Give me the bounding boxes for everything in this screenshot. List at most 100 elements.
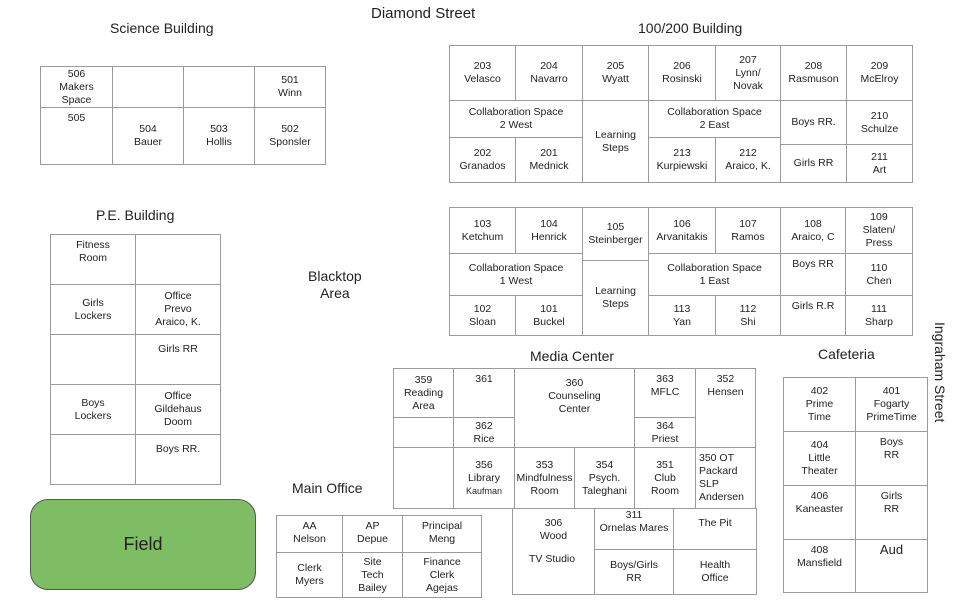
the-pit[interactable]: The Pit — [673, 508, 757, 550]
room-408[interactable]: 408 Mansfield — [783, 539, 856, 593]
room-104[interactable]: 104 Henrick — [515, 207, 583, 254]
media-empty-room — [393, 417, 454, 448]
room-354[interactable]: 354 Psych. Taleghani — [574, 447, 635, 509]
room-363[interactable]: 363 MFLC — [634, 368, 696, 418]
boys-restroom-cafe[interactable]: Boys RR — [855, 431, 928, 486]
field-area: Field — [30, 499, 256, 590]
diamond-street-label: Diamond Street — [371, 5, 476, 22]
room-103[interactable]: 103 Ketchum — [449, 207, 516, 254]
learning-steps-1[interactable]: Learning Steps — [582, 260, 649, 336]
room-356-label: 356 Library — [467, 458, 501, 484]
room-406[interactable]: 406 Kaneaster — [783, 485, 856, 540]
boys-lockers[interactable]: Boys Lockers — [50, 384, 136, 435]
room-111[interactable]: 111 Sharp — [845, 295, 913, 336]
room-101[interactable]: 101 Buckel — [515, 295, 583, 336]
collab-space-2-east[interactable]: Collaboration Space 2 East — [648, 100, 781, 138]
media-center-label: Media Center — [530, 348, 615, 364]
collab-space-1-east[interactable]: Collaboration Space 1 East — [648, 253, 781, 296]
girls-restroom-200[interactable]: Girls RR — [780, 144, 847, 183]
room-empty — [183, 66, 255, 108]
room-212[interactable]: 212 Araico, K. — [715, 137, 781, 183]
room-110[interactable]: 110 Chen — [845, 253, 913, 296]
boys-girls-restroom[interactable]: Boys/Girls RR — [594, 549, 674, 595]
room-207[interactable]: 207 Lynn/ Novak — [715, 45, 781, 101]
room-311[interactable]: 311 Ornelas Mares — [594, 508, 674, 550]
room-112[interactable]: 112 Shi — [715, 295, 781, 336]
room-113[interactable]: 113 Yan — [648, 295, 716, 336]
office-ap-depue[interactable]: AP Depue — [342, 515, 403, 553]
room-108[interactable]: 108 Araico, C — [780, 207, 846, 254]
room-204[interactable]: 204 Navarro — [515, 45, 583, 101]
cafeteria-label: Cafeteria — [818, 346, 875, 362]
room-505[interactable]: 505 — [40, 107, 113, 165]
office-principal-meng[interactable]: Principal Meng — [402, 515, 482, 553]
office-clerk-myers[interactable]: Clerk Myers — [276, 552, 343, 598]
room-306[interactable]: 306 Wood — [512, 508, 595, 595]
room-504[interactable]: 504 Bauer — [112, 107, 184, 165]
room-213[interactable]: 213 Kurpiewski — [648, 137, 716, 183]
office-prevo[interactable]: Office Prevo Araico, K. — [135, 284, 221, 335]
room-351[interactable]: 351 Club Room — [634, 447, 696, 509]
room-503[interactable]: 503 Hollis — [183, 107, 255, 165]
room-206[interactable]: 206 Rosinski — [648, 45, 716, 101]
pe-empty-room — [135, 234, 221, 285]
ingraham-street-label: Ingraham Street — [932, 322, 948, 423]
room-106[interactable]: 106 Arvanitakis — [648, 207, 716, 254]
auditorium[interactable]: Aud — [855, 539, 928, 593]
room-502[interactable]: 502 Sponsler — [254, 107, 326, 165]
room-105[interactable]: 105 Steinberger — [582, 207, 649, 261]
office-aa-nelson[interactable]: AA Nelson — [276, 515, 343, 553]
room-362[interactable]: 362 Rice — [453, 417, 515, 448]
office-site-tech[interactable]: Site Tech Bailey — [342, 552, 403, 598]
room-356-teacher: Kaufman — [465, 485, 503, 496]
room-352[interactable]: 352 Hensen — [695, 368, 756, 448]
pe-empty-room — [50, 434, 136, 485]
room-364[interactable]: 364 Priest — [634, 417, 696, 448]
room-361[interactable]: 361 — [453, 368, 515, 418]
tv-studio-label: TV Studio — [529, 553, 576, 565]
room-350[interactable]: 350 OT Packard SLP Andersen — [695, 447, 756, 509]
room-201[interactable]: 201 Mednick — [515, 137, 583, 183]
office-finance-clerk[interactable]: Finance Clerk Agejas — [402, 552, 482, 598]
room-empty — [112, 66, 184, 108]
room-202[interactable]: 202 Granados — [449, 137, 516, 183]
room-205[interactable]: 205 Wyatt — [582, 45, 649, 101]
room-501[interactable]: 501 Winn — [254, 66, 326, 108]
main-office-label: Main Office — [292, 480, 363, 496]
girls-restroom-100[interactable]: Girls R.R — [780, 295, 846, 336]
science-building-label: Science Building — [110, 20, 214, 36]
blacktop-area-label: Blacktop Area — [308, 268, 362, 301]
room-360[interactable]: 360 Counseling Center — [514, 368, 635, 448]
room-356[interactable]: 356 Library Kaufman — [453, 447, 515, 509]
room-102[interactable]: 102 Sloan — [449, 295, 516, 336]
room-211[interactable]: 211 Art — [846, 144, 913, 183]
room-210[interactable]: 210 Schulze — [846, 100, 913, 145]
room-404[interactable]: 404 Little Theater — [783, 431, 856, 486]
room-203[interactable]: 203 Velasco — [449, 45, 516, 101]
media-empty-room — [393, 447, 454, 509]
room-506[interactable]: 506 Makers Space — [40, 66, 113, 108]
learning-steps-2[interactable]: Learning Steps — [582, 100, 649, 183]
room-107[interactable]: 107 Ramos — [715, 207, 781, 254]
room-208[interactable]: 208 Rasmuson — [780, 45, 847, 101]
room-359[interactable]: 359 Reading Area — [393, 368, 454, 418]
boys-restroom-pe[interactable]: Boys RR. — [135, 434, 221, 485]
girls-restroom-pe[interactable]: Girls RR — [135, 334, 221, 385]
fitness-room[interactable]: Fitness Room — [50, 234, 136, 285]
collab-space-1-west[interactable]: Collaboration Space 1 West — [449, 253, 583, 296]
room-401[interactable]: 401 Fogarty PrimeTime — [855, 377, 928, 432]
room-109[interactable]: 109 Slaten/ Press — [845, 207, 913, 254]
boys-restroom-200[interactable]: Boys RR. — [780, 100, 847, 145]
health-office[interactable]: Health Office — [673, 549, 757, 595]
office-gildehaus[interactable]: Office Gildehaus Doom — [135, 384, 221, 435]
collab-space-2-west[interactable]: Collaboration Space 2 West — [449, 100, 583, 138]
room-402[interactable]: 402 Prime Time — [783, 377, 856, 432]
room-353[interactable]: 353 Mindfulness Room — [514, 447, 575, 509]
boys-restroom-100[interactable]: Boys RR — [780, 253, 846, 296]
girls-lockers[interactable]: Girls Lockers — [50, 284, 136, 335]
pe-building-label: P.E. Building — [96, 207, 175, 223]
room-209[interactable]: 209 McElroy — [846, 45, 913, 101]
building-100-200-label: 100/200 Building — [638, 20, 743, 36]
pe-empty-room — [50, 334, 136, 385]
girls-restroom-cafe[interactable]: Girls RR — [855, 485, 928, 540]
